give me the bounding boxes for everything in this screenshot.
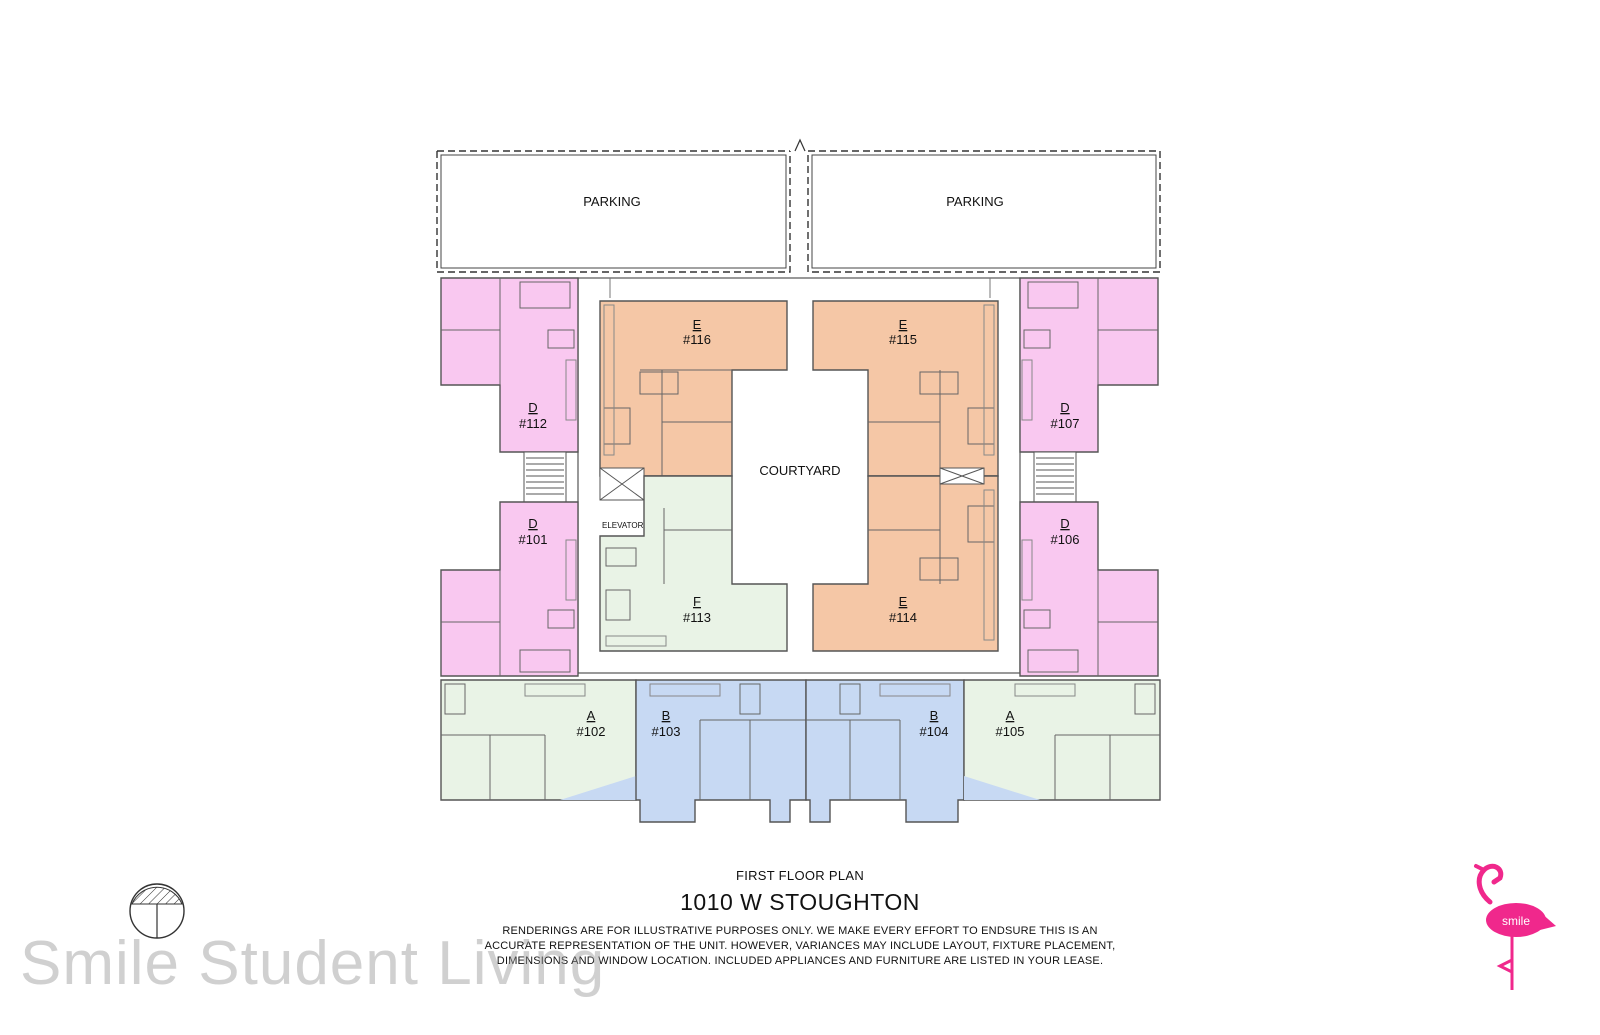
plan-disclaimer: RENDERINGS ARE FOR ILLUSTRATIVE PURPOSES… <box>484 925 1116 967</box>
watermark: Smile Student Living <box>20 929 606 998</box>
unit-102-number: #102 <box>577 724 606 739</box>
parking-right-label: PARKING <box>946 194 1004 209</box>
unit-114-letter: E <box>899 594 908 609</box>
parking-left-label: PARKING <box>583 194 641 209</box>
unit-115-letter: E <box>899 317 908 332</box>
entry-marker <box>794 138 806 152</box>
unit-107[interactable]: D #107 <box>1019 277 1159 453</box>
parking-left: PARKING <box>436 150 791 273</box>
unit-105[interactable]: A #105 <box>963 679 1161 801</box>
unit-113-letter: F <box>693 594 701 609</box>
unit-101-number: #101 <box>519 532 548 547</box>
unit-107-letter: D <box>1060 400 1069 415</box>
parking-right: PARKING <box>807 150 1161 273</box>
courtyard-label: COURTYARD <box>759 463 840 478</box>
unit-105-number: #105 <box>996 724 1025 739</box>
north-arrow-icon <box>129 883 185 939</box>
unit-105-letter: A <box>1006 708 1015 723</box>
unit-116-number: #116 <box>683 332 711 347</box>
unit-102[interactable]: A #102 <box>440 679 637 801</box>
unit-112-letter: D <box>528 400 537 415</box>
unit-103[interactable]: B #103 <box>635 679 807 823</box>
stairs-left <box>523 451 567 503</box>
stairs-right <box>1033 451 1077 503</box>
elevator: ELEVATOR <box>599 467 985 530</box>
unit-106-letter: D <box>1060 516 1069 531</box>
unit-102-letter: A <box>587 708 596 723</box>
unit-116[interactable]: E #116 <box>599 300 788 477</box>
unit-116-letter: E <box>693 317 702 332</box>
unit-104[interactable]: B #104 <box>805 679 965 823</box>
plan-caption: FIRST FLOOR PLAN 1010 W STOUGHTON RENDER… <box>480 868 1120 969</box>
unit-114[interactable]: E #114 <box>812 475 999 652</box>
unit-112[interactable]: D #112 <box>440 277 579 453</box>
unit-114-number: #114 <box>889 610 917 625</box>
unit-113-number: #113 <box>683 610 711 625</box>
unit-107-number: #107 <box>1051 416 1080 431</box>
elevator-label: ELEVATOR <box>602 521 644 530</box>
flamingo-logo-icon: smile <box>1474 863 1556 990</box>
unit-113[interactable]: F #113 <box>599 475 788 652</box>
plan-title: 1010 W STOUGHTON <box>680 889 920 915</box>
unit-101[interactable]: D #101 <box>440 501 579 677</box>
unit-106-number: #106 <box>1051 532 1080 547</box>
logo-text: smile <box>1502 914 1530 928</box>
plan-subtitle: FIRST FLOOR PLAN <box>735 868 865 883</box>
unit-106[interactable]: D #106 <box>1019 501 1159 677</box>
unit-115-number: #115 <box>889 332 917 347</box>
unit-101-letter: D <box>528 516 537 531</box>
unit-112-number: #112 <box>519 416 547 431</box>
unit-104-letter: B <box>930 708 939 723</box>
unit-103-letter: B <box>662 708 671 723</box>
unit-104-number: #104 <box>920 724 949 739</box>
unit-103-number: #103 <box>652 724 681 739</box>
